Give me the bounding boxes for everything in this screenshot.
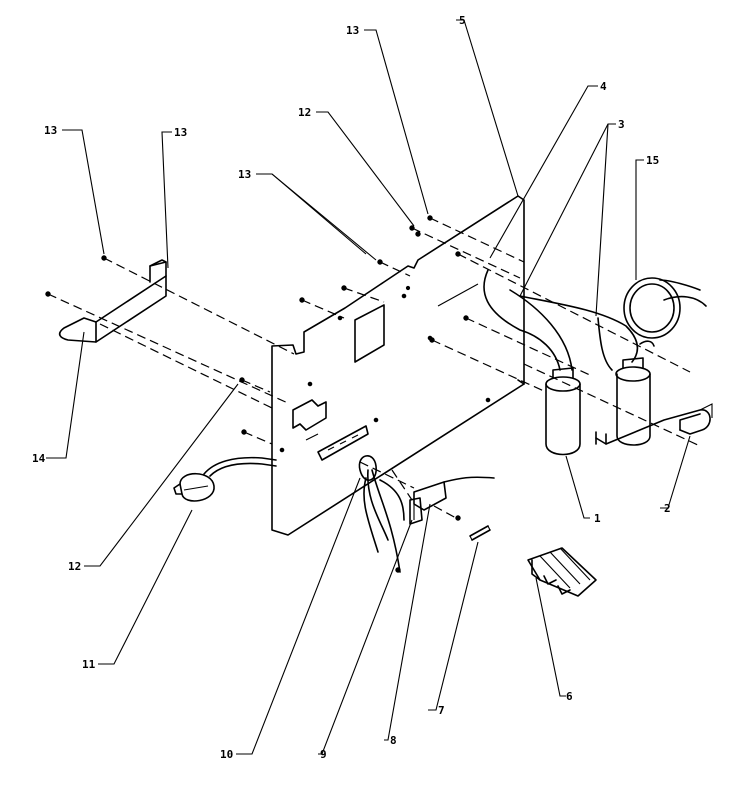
- callout-9: 9: [320, 748, 327, 761]
- callout-7: 7: [438, 704, 445, 717]
- capacitor-clamp: [595, 403, 713, 445]
- motor-assembly: [173, 456, 277, 502]
- capacitors: [545, 357, 651, 456]
- screw: [469, 525, 491, 541]
- callout-4: 4: [600, 80, 607, 93]
- callout-6: 6: [566, 690, 573, 703]
- callout-12-upper: 12: [298, 106, 311, 119]
- callout-8: 8: [390, 734, 397, 747]
- callout-14: 14: [32, 452, 46, 465]
- callout-13-upper-right: 13: [346, 24, 359, 37]
- callout-2: 2: [664, 502, 671, 515]
- callout-13-top-left: 13: [44, 124, 57, 137]
- callout-labels: 13 13 13 12 13 5 4 3 15 14 12 11 10 9 8 …: [32, 14, 671, 761]
- connector-plug: [527, 547, 597, 597]
- callout-12-lower: 12: [68, 560, 81, 573]
- wire-harness: [483, 269, 707, 371]
- mounting-plate: [271, 195, 525, 536]
- terminal-block: [409, 476, 495, 525]
- callout-13-bracket: 13: [174, 126, 187, 139]
- left-bracket: [58, 259, 167, 343]
- callout-3: 3: [618, 118, 625, 131]
- leader-lines: [46, 19, 691, 755]
- callout-11: 11: [82, 658, 96, 671]
- hardware-dots: [45, 215, 469, 573]
- callout-15: 15: [646, 154, 659, 167]
- callout-1: 1: [594, 512, 601, 525]
- callout-10: 10: [220, 748, 233, 761]
- callout-13-middle: 13: [238, 168, 251, 181]
- explosion-axes: [47, 217, 701, 519]
- wire-bundle: [358, 455, 405, 573]
- callout-5: 5: [459, 14, 466, 27]
